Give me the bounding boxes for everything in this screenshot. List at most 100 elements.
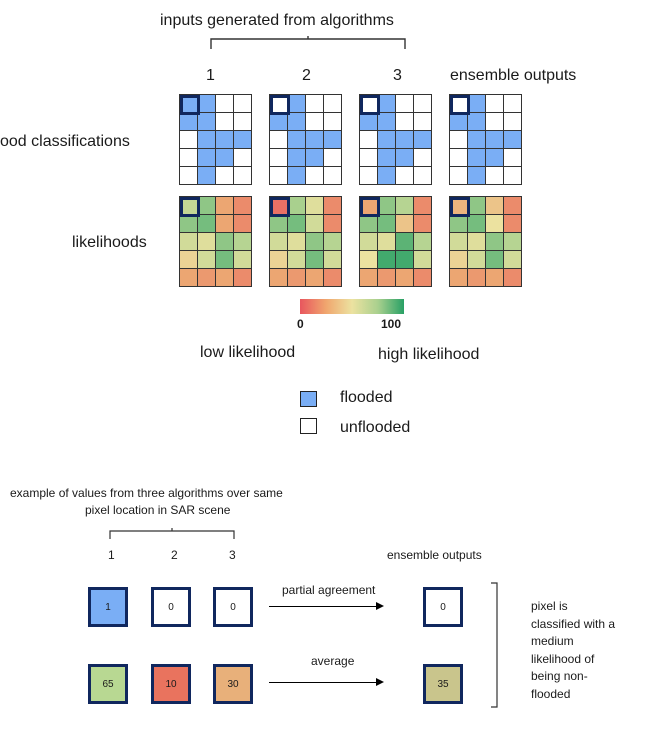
grid-cell: [270, 233, 287, 250]
grid-cell: [270, 269, 287, 286]
grid-cell: [504, 233, 521, 250]
grid-cell: [504, 197, 521, 214]
grid-cell: [378, 131, 395, 148]
classification-arrow: [269, 602, 384, 610]
grid-cell: [234, 269, 251, 286]
grid-cell: [180, 167, 197, 184]
highlighted-pixel: [450, 95, 470, 115]
column-label-1: 1: [206, 67, 215, 84]
grid-cell: [234, 251, 251, 268]
grid-cell: [198, 167, 215, 184]
average-label: average: [311, 654, 355, 668]
column-label-2: 2: [302, 67, 311, 84]
grid-cell: [270, 131, 287, 148]
grid-cell: [198, 251, 215, 268]
grid-cell: [450, 95, 467, 112]
example-column-2: 2: [171, 548, 178, 562]
grid-cell: [504, 269, 521, 286]
grid-cell: [306, 251, 323, 268]
grid-cell: [450, 167, 467, 184]
legend-flooded-label: flooded: [340, 389, 393, 406]
grid-cell: [216, 269, 233, 286]
classification-grid-1: [179, 94, 252, 185]
grid-cell: [324, 95, 341, 112]
grid-cell: [396, 251, 413, 268]
example-bracket: [109, 528, 235, 539]
legend-unflooded-swatch: [300, 418, 317, 434]
grid-cell: [234, 131, 251, 148]
grid-cell: [450, 269, 467, 286]
grid-cell: [360, 167, 377, 184]
highlighted-pixel: [180, 95, 200, 115]
grid-cell: [216, 149, 233, 166]
grid-cell: [270, 197, 287, 214]
grid-cell: [324, 113, 341, 130]
grid-cell: [486, 167, 503, 184]
grid-cell: [234, 149, 251, 166]
grid-cell: [396, 269, 413, 286]
highlighted-pixel: [180, 197, 200, 217]
example-classification-value-1: 1: [88, 587, 128, 627]
grid-cell: [288, 95, 305, 112]
grid-cell: [216, 131, 233, 148]
grid-cell: [504, 95, 521, 112]
legend-flooded-swatch: [300, 391, 317, 407]
title-bracket: [210, 36, 406, 49]
grid-cell: [450, 233, 467, 250]
grid-cell: [378, 251, 395, 268]
grid-cell: [378, 149, 395, 166]
grid-cell: [306, 149, 323, 166]
grid-cell: [504, 131, 521, 148]
diagram-title: inputs generated from algorithms: [160, 12, 394, 29]
grid-cell: [216, 215, 233, 232]
grid-cell: [234, 233, 251, 250]
grid-cell: [180, 131, 197, 148]
grid-cell: [270, 95, 287, 112]
grid-cell: [180, 113, 197, 130]
conclusion-line: pixel is: [531, 599, 568, 613]
likelihood-grid-1: [179, 196, 252, 287]
conclusion-brace: [491, 582, 498, 708]
grid-cell: [198, 233, 215, 250]
grid-cell: [468, 251, 485, 268]
grid-cell: [324, 269, 341, 286]
grid-cell: [396, 113, 413, 130]
example-likelihood-value-1: 65: [88, 664, 128, 704]
classification-grid-4: [449, 94, 522, 185]
grid-cell: [396, 233, 413, 250]
conclusion-line: medium: [531, 634, 574, 648]
classification-grid-2: [269, 94, 342, 185]
grid-cell: [396, 215, 413, 232]
grid-cell: [486, 251, 503, 268]
example-ensemble-label: ensemble outputs: [387, 548, 482, 562]
grid-cell: [486, 149, 503, 166]
grid-cell: [450, 251, 467, 268]
grid-cell: [360, 197, 377, 214]
grid-cell: [234, 215, 251, 232]
grid-cell: [288, 197, 305, 214]
example-classification-value-2: 0: [151, 587, 191, 627]
grid-cell: [180, 233, 197, 250]
grid-cell: [324, 251, 341, 268]
grid-cell: [486, 233, 503, 250]
grid-cell: [468, 269, 485, 286]
grid-cell: [468, 131, 485, 148]
likelihood-grid-2: [269, 196, 342, 287]
grid-cell: [396, 95, 413, 112]
grid-cell: [270, 251, 287, 268]
conclusion-line: being non-: [531, 669, 588, 683]
low-likelihood-label: low likelihood: [200, 344, 296, 361]
highlighted-pixel: [270, 197, 290, 217]
conclusion-text: pixel is classified with a medium likeli…: [531, 598, 615, 703]
grid-cell: [486, 95, 503, 112]
column-label-ensemble: ensemble outputs: [450, 67, 577, 84]
colorbar-min-label: 0: [297, 317, 304, 331]
grid-cell: [306, 167, 323, 184]
likelihood-grid-3: [359, 196, 432, 287]
grid-cell: [414, 251, 431, 268]
grid-cell: [450, 215, 467, 232]
grid-cell: [378, 95, 395, 112]
highlighted-pixel: [450, 197, 470, 217]
grid-cell: [270, 167, 287, 184]
grid-cell: [414, 113, 431, 130]
